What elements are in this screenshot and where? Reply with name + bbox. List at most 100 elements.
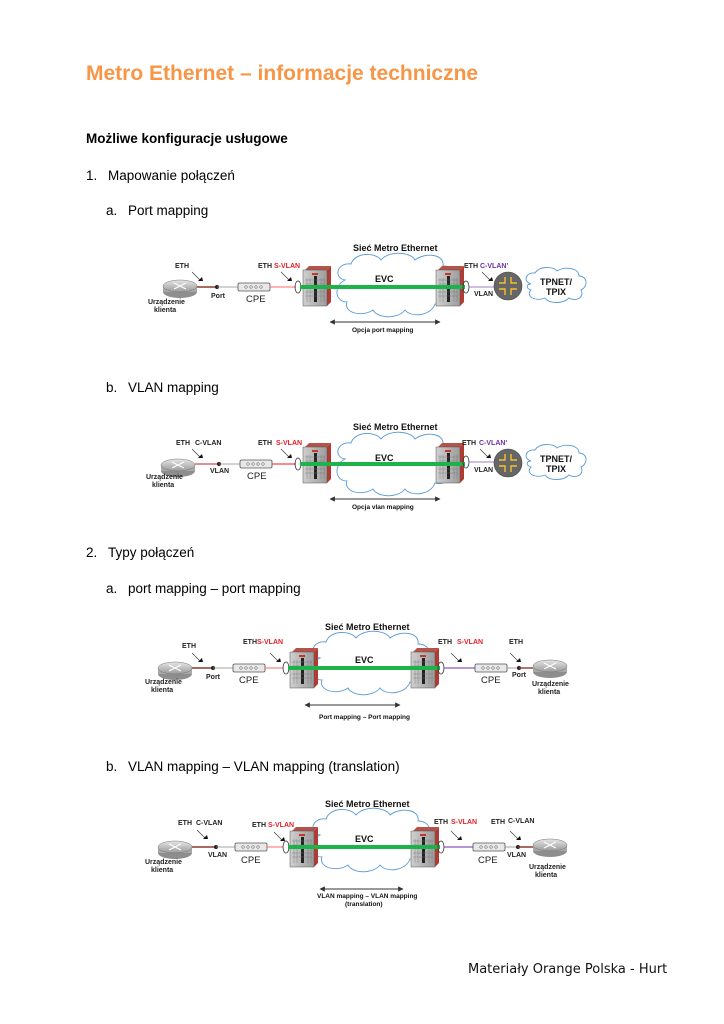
customer-device-label: Urządzenie — [148, 299, 185, 306]
customer-device-label-2: klienta — [154, 307, 176, 314]
svlan-tag: S-VLAN — [257, 639, 283, 646]
list-letter: a. — [106, 203, 118, 218]
cpe-label: CPE — [481, 675, 501, 686]
pointer-icon — [191, 652, 204, 663]
eth-tag: ETH — [509, 639, 523, 646]
customer-router-icon — [162, 279, 198, 299]
pointer-icon — [450, 830, 463, 841]
core-router-icon — [493, 271, 523, 301]
customer-router-icon — [532, 659, 568, 679]
link-label: VLAN — [474, 467, 493, 474]
cpe-icon — [472, 842, 506, 852]
pointer-icon — [191, 271, 204, 282]
customer-device-label-2: klienta — [535, 872, 557, 879]
customer-router-icon — [157, 661, 193, 681]
evc-label: EVC — [375, 453, 394, 463]
cloud-label-2: TPIX — [546, 464, 566, 474]
customer-device-label: Urządzenie — [145, 679, 182, 686]
pointer-icon — [191, 448, 204, 459]
pointer-icon — [450, 652, 463, 663]
cvlan-tag: C-VLAN — [195, 440, 221, 447]
link-label: Port — [512, 672, 527, 679]
eth-tag: ETH — [258, 440, 272, 447]
svlan-tag: S-VLAN — [268, 822, 294, 829]
cpe-label: CPE — [246, 294, 266, 305]
cpe-icon — [239, 459, 273, 469]
svlan-tag: S-VLAN — [274, 263, 300, 270]
page-footer: Materiały Orange Polska - Hurt — [468, 962, 668, 977]
cloud-label-2: TPIX — [546, 287, 566, 297]
diagram-port-mapping: Sieć Metro Ethernet EVC Urządzenie klien… — [148, 243, 587, 334]
core-router-icon — [493, 448, 523, 478]
eth-tag: ETH — [258, 263, 272, 270]
svlan-tag: S-VLAN — [451, 819, 477, 826]
list-label: Mapowanie połączeń — [108, 168, 235, 183]
list-letter: a. — [106, 581, 118, 596]
list-number: 1. — [86, 168, 98, 183]
list-item-1b: b.VLAN mapping — [106, 380, 219, 395]
cloud-label: TPNET/ — [540, 454, 573, 464]
network-title: Sieć Metro Ethernet — [325, 799, 410, 809]
eth-tag: ETH — [175, 263, 189, 270]
link-label: VLAN — [210, 468, 229, 475]
eth-tag: ETH — [252, 822, 266, 829]
cpe-label: CPE — [247, 471, 267, 482]
list-item-2b: b. VLAN mapping – VLAN mapping (translati… — [106, 759, 400, 774]
eth-tag: ETH — [464, 263, 478, 270]
cvlan-tag: C-VLAN — [196, 820, 222, 827]
list-label: port mapping – port mapping — [128, 581, 301, 596]
cloud-label: TPNET/ — [540, 277, 573, 287]
network-title: Sieć Metro Ethernet — [325, 622, 410, 632]
list-label: VLAN mapping — [128, 380, 219, 395]
pointer-icon — [196, 829, 209, 840]
list-label: Typy połączeń — [108, 545, 195, 560]
diagram-caption: Opcja port mapping — [352, 327, 413, 334]
cpe-icon — [237, 282, 271, 292]
list-letter: b. — [106, 759, 118, 774]
list-item-1: 1. Mapowanie połączeń — [86, 168, 235, 183]
cvlan-tag: C-VLAN' — [479, 440, 507, 447]
pointer-icon — [509, 830, 522, 841]
network-title: Sieć Metro Ethernet — [353, 422, 438, 432]
evc-label: EVC — [375, 274, 394, 284]
pointer-icon — [280, 448, 293, 459]
diagram-caption: Opcja vlan mapping — [352, 504, 414, 511]
customer-device-label-2: klienta — [152, 482, 174, 489]
list-item-2: 2.Typy połączeń — [86, 545, 194, 560]
diagram-caption: VLAN mapping – VLAN mapping — [317, 893, 417, 900]
evc-label: EVC — [355, 655, 374, 665]
evc-label: EVC — [355, 834, 374, 844]
list-label: Port mapping — [128, 203, 209, 218]
cpe-icon — [232, 663, 266, 673]
list-item-1a: a. Port mapping — [106, 203, 208, 218]
eth-tag: ETH — [438, 639, 452, 646]
svlan-tag: S-VLAN — [457, 639, 483, 646]
cpe-label: CPE — [241, 855, 261, 866]
eth-tag: ETH — [182, 643, 196, 650]
cpe-icon — [234, 842, 268, 852]
link-label: VLAN — [474, 291, 493, 298]
pointer-icon — [273, 831, 286, 842]
customer-router-icon — [157, 840, 193, 860]
document-title: Metro Ethernet – informacje techniczne — [86, 62, 479, 85]
cvlan-tag: C-VLAN' — [480, 263, 508, 270]
cpe-icon — [474, 663, 508, 673]
customer-device-label: Urządzenie — [532, 681, 569, 688]
cpe-label: CPE — [239, 675, 259, 686]
diagram-caption: Port mapping – Port mapping — [319, 714, 410, 721]
diagram-caption-2: (translation) — [345, 901, 383, 908]
list-label: VLAN mapping – VLAN mapping (translation… — [128, 759, 400, 774]
customer-device-label: Urządzenie — [529, 864, 566, 871]
diagram-vlan-vlan-mapping: Sieć Metro Ethernet EVC Urządzenie klien… — [145, 799, 568, 908]
cvlan-tag: C-VLAN — [508, 818, 534, 825]
pointer-icon — [280, 271, 293, 282]
customer-router-icon — [532, 838, 568, 858]
eth-tag: ETH — [243, 639, 257, 646]
diagram-vlan-mapping: Sieć Metro Ethernet EVC Urządzenie klien… — [146, 422, 587, 511]
list-item-2a: a. port mapping – port mapping — [106, 581, 301, 596]
cpe-label: CPE — [478, 855, 498, 866]
customer-device-label: Urządzenie — [145, 859, 182, 866]
link-label: VLAN — [208, 852, 227, 859]
eth-tag: ETH — [178, 820, 192, 827]
customer-device-label-2: klienta — [151, 687, 173, 694]
